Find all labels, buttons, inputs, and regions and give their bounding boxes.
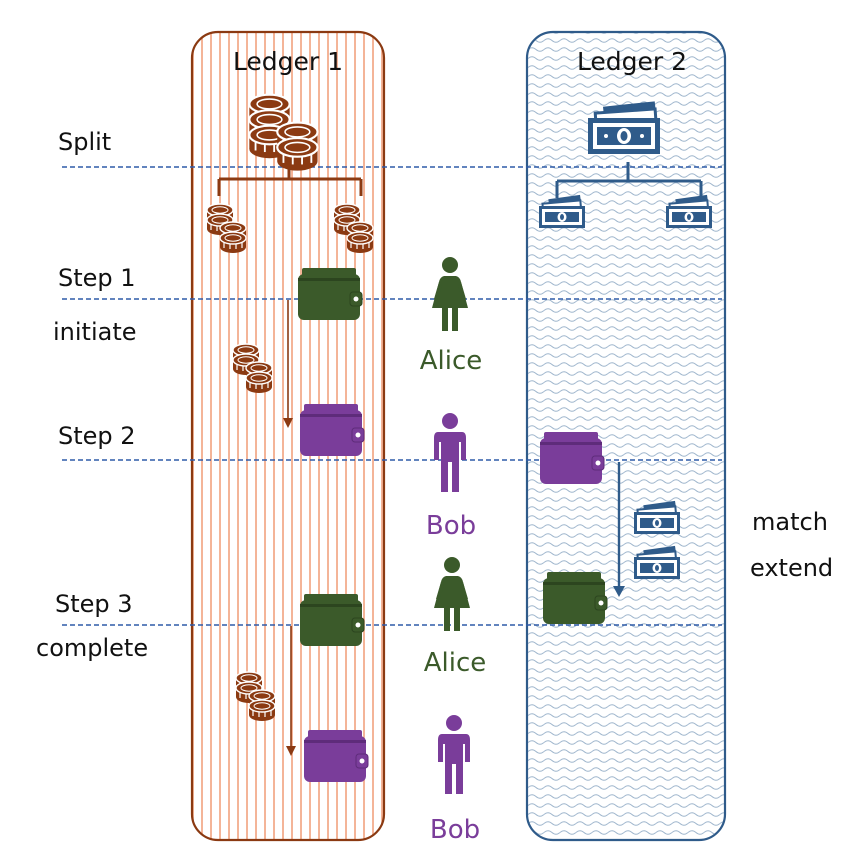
wallet-icon [299,403,365,457]
transfer-arrow [283,300,293,428]
transfer-arrow [613,462,625,597]
person-name-bob: Bob [426,511,476,541]
person-female-icon [432,257,468,331]
step-1-note: initiate [53,318,137,346]
step-3-label: Step 3 [55,590,133,618]
transfer-arrow [286,626,296,756]
split-bracket-icon [217,162,363,196]
split-label: Split [58,128,111,156]
step-3-note: complete [36,634,148,662]
wallet-icon [539,431,605,485]
person-name-alice: Alice [424,648,487,678]
split-bracket-icon [555,162,703,198]
ledger-2-title: Ledger 2 [577,47,687,76]
step-lines [62,166,722,626]
extend-label: extend [750,554,833,582]
wallet-icon [542,571,608,625]
person-female-icon [434,557,470,631]
wallet-icon [297,267,363,321]
person-name-alice: Alice [420,346,483,376]
step-2-label: Step 2 [58,422,136,450]
person-male-icon [438,715,470,794]
match-label: match [752,508,828,536]
wallet-icon [299,593,365,647]
person-name-bob: Bob [430,815,480,845]
person-male-icon [434,413,466,492]
step-1-label: Step 1 [58,264,136,292]
ledger-1-title: Ledger 1 [233,47,343,76]
wallet-icon [303,729,369,783]
